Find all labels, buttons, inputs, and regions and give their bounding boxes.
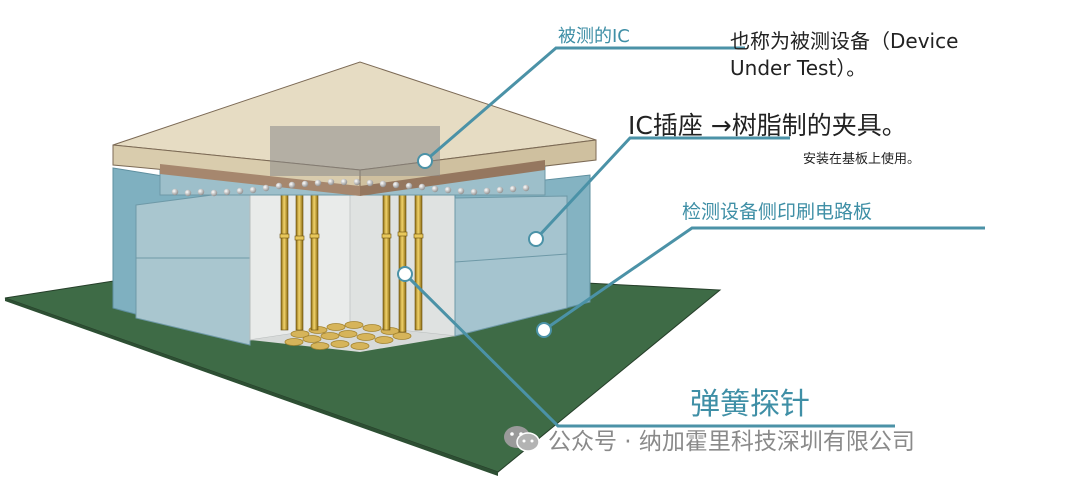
solder-balls (171, 178, 530, 197)
label-dut: 被测的IC (558, 26, 630, 47)
ic-package (112, 61, 597, 196)
wechat-icon (504, 426, 540, 452)
contact-pads (284, 321, 412, 350)
watermark-text: 公众号 · 纳加霍里科技深圳有限公司 (548, 429, 915, 455)
watermark: 公众号 · 纳加霍里科技深圳有限公司 (502, 422, 915, 456)
label-pcb: 检测设备侧印刷电路板 (682, 201, 873, 223)
label-dut-description: 也称为被测设备（Device Under Test）。 (730, 28, 958, 82)
label-dut-description-line1: 也称为被测设备（Device (730, 29, 959, 53)
label-socket-description: 安装在基板上使用。 (803, 152, 921, 167)
leader-lines (403, 46, 985, 428)
label-spring-probe: 弹簧探针 (690, 387, 810, 422)
label-socket: IC插座 →树脂制的夹具。 (628, 111, 907, 140)
leader-endpoints (397, 153, 552, 338)
label-dut-description-line2: Under Test）。 (730, 56, 867, 80)
